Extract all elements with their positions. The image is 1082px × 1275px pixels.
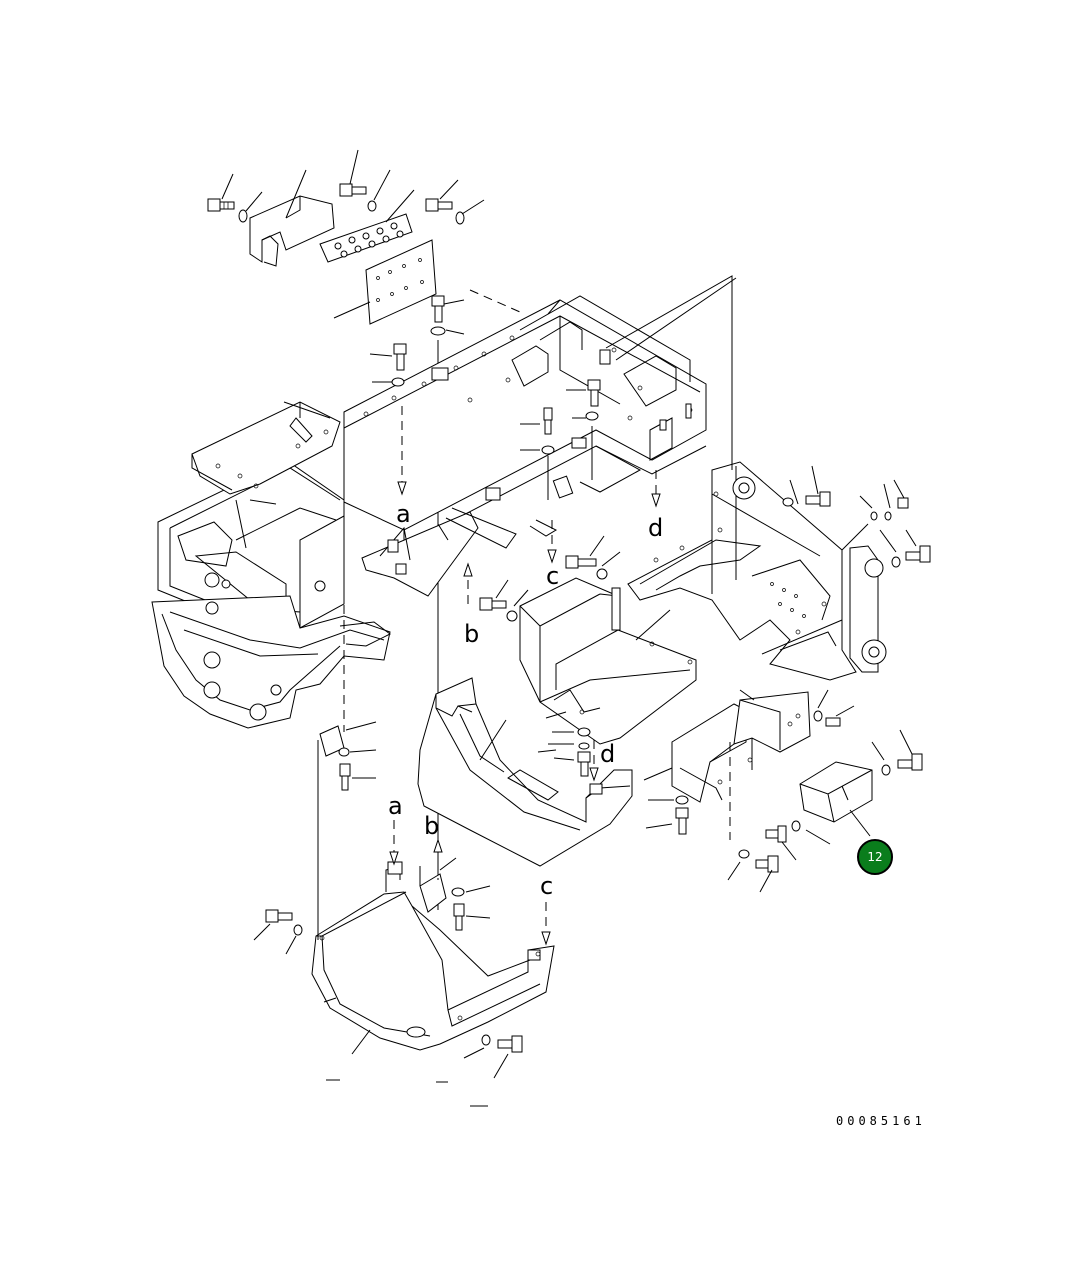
mounting-plate — [365, 239, 437, 325]
bolt-icon — [207, 198, 235, 212]
frame-upper-rail — [343, 299, 707, 531]
reference-letter-d: d — [648, 514, 664, 542]
battery-box — [519, 577, 697, 745]
bolt-icon — [425, 198, 453, 212]
washer-icon — [367, 200, 377, 212]
right-hardware-upper — [782, 465, 931, 568]
frame-lower-member — [151, 595, 391, 729]
reference-letter-b-lower: b — [424, 812, 440, 840]
frame-bulkhead — [157, 459, 345, 629]
corner-cover — [727, 729, 923, 893]
reference-letter-a: a — [396, 500, 411, 528]
under-guard — [311, 740, 555, 1055]
reference-arrows-upper — [343, 289, 661, 732]
right-frame-end — [627, 461, 857, 681]
channel-bracket — [249, 195, 335, 263]
drawing-number: 00085161 — [836, 1114, 926, 1128]
under-guard-clip — [419, 857, 491, 931]
reference-letter-b: b — [464, 620, 480, 648]
center-bracket — [361, 511, 479, 597]
washer-icon — [455, 211, 465, 225]
center-guard — [417, 677, 633, 867]
left-clip-assembly — [319, 721, 377, 791]
part-callout-12[interactable]: 12 — [857, 839, 893, 875]
top-bracket-assembly — [207, 149, 485, 325]
reference-arrows-lower — [389, 820, 551, 946]
right-support-bracket — [643, 689, 855, 840]
lower-hardware — [253, 909, 523, 1107]
tank-bolts — [479, 535, 621, 622]
reference-letter-d-lower: d — [600, 740, 616, 768]
reference-letter-c: c — [546, 562, 560, 590]
left-bracket — [191, 401, 341, 495]
bolt-icon — [339, 183, 367, 197]
main-frame — [151, 275, 887, 729]
guard-bolts — [548, 727, 599, 782]
reference-letter-c-lower: c — [540, 872, 554, 900]
reference-letter-a-lower: a — [388, 792, 403, 820]
washer-icon — [238, 209, 248, 223]
frame-bolts — [369, 343, 601, 500]
